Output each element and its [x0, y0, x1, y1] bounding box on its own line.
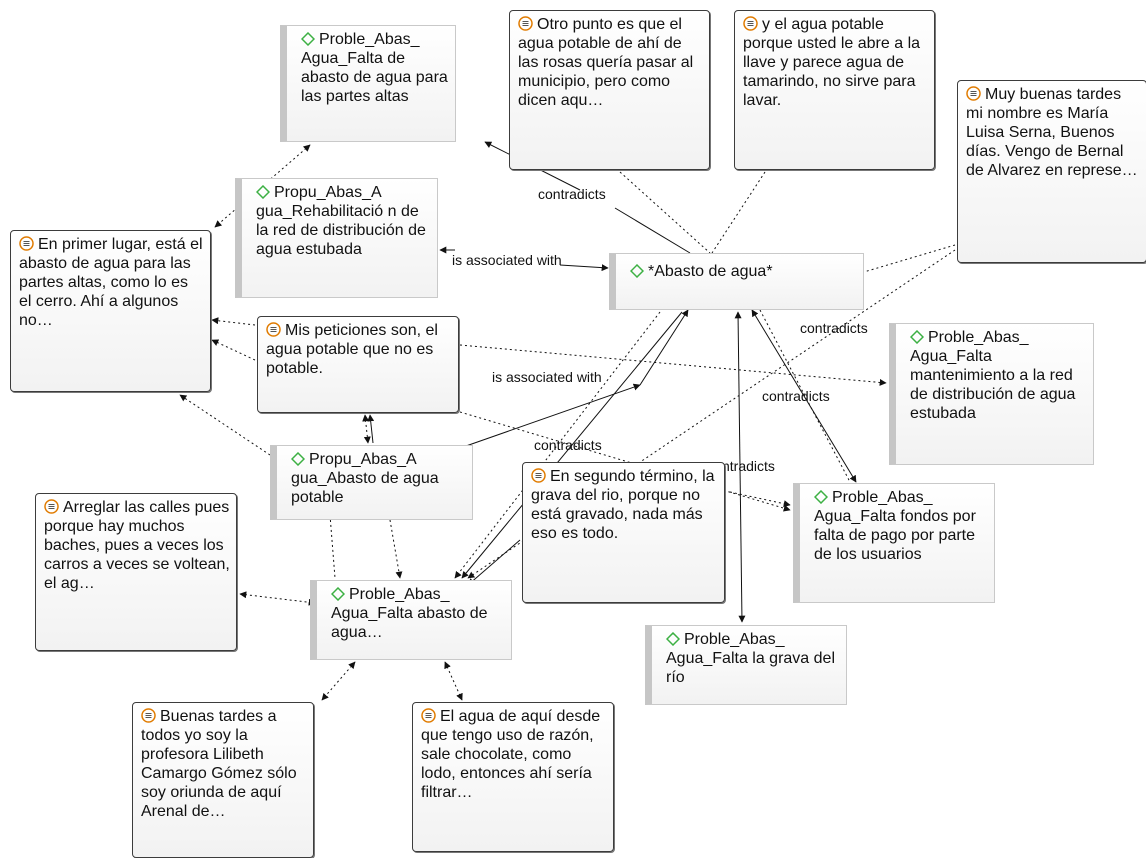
quote-node-mis-peticiones[interactable]: Mis peticiones son, el agua potable que … [257, 316, 459, 413]
edge [819, 244, 956, 286]
node-text: Proble_Abas_ Agua_Falta mantenimiento a … [910, 329, 1076, 422]
quote-node-otro-punto[interactable]: Otro punto es que el agua potable de ahí… [509, 10, 710, 170]
quote-icon [19, 236, 34, 251]
quote-icon [44, 499, 59, 514]
quote-node-buenas-tardes[interactable]: Buenas tardes a todos yo soy la profesor… [132, 702, 314, 858]
edge [734, 311, 746, 623]
quote-icon [266, 322, 281, 337]
code-node-mantenimiento[interactable]: Proble_Abas_ Agua_Falta mantenimiento a … [889, 323, 1094, 465]
edge [211, 339, 256, 361]
quote-node-muy-buenas[interactable]: Muy buenas tardes mi nombre es María Lui… [957, 80, 1146, 263]
node-text: Mis peticiones son, el agua potable que … [266, 322, 438, 377]
edge [559, 264, 609, 272]
code-diamond-icon [814, 490, 828, 504]
node-text: Buenas tardes a todos yo soy la profesor… [141, 708, 297, 820]
code-diamond-icon [666, 632, 680, 646]
quote-node-agua-de-aqui[interactable]: El agua de aquí desde que tengo uso de r… [412, 702, 614, 852]
node-text: Proble_Abas_ Agua_Falta la grava del río [666, 631, 835, 686]
code-diamond-icon [630, 264, 644, 278]
node-text: Arreglar las calles pues porque hay much… [44, 499, 230, 592]
node-text: Otro punto es que el agua potable de ahí… [518, 16, 694, 109]
edge [729, 491, 791, 508]
quote-node-en-primer-lugar[interactable]: En primer lugar, está el abasto de agua … [10, 230, 211, 392]
quote-icon [743, 16, 758, 31]
edge [329, 514, 336, 579]
quote-icon [141, 708, 156, 723]
edge-label-contradicts: contradicts [800, 320, 868, 336]
code-node-grava-rio[interactable]: Proble_Abas_ Agua_Falta la grava del río [645, 625, 847, 705]
edge [751, 309, 857, 483]
code-node-abasto-potable[interactable]: Propu_Abas_A gua_Abasto de agua potable [270, 445, 473, 520]
code-diamond-icon [256, 185, 270, 199]
edge [367, 414, 375, 444]
node-text: Proble_Abas_ Agua_Falta de abasto de agu… [301, 31, 448, 105]
quote-node-y-el-agua[interactable]: y el agua potable porque usted le abre a… [734, 10, 935, 170]
edge [179, 394, 271, 456]
code-diamond-icon [331, 587, 345, 601]
edge-label-contradicts: contradicts [534, 437, 602, 453]
edge-label-contradicts: contradicts [762, 388, 830, 404]
edge [619, 171, 711, 254]
node-text: Proble_Abas_ Agua_Falta abasto de agua… [331, 586, 488, 641]
node-text: y el agua potable porque usted le abre a… [743, 16, 921, 109]
edge [239, 591, 316, 606]
edge-label-contradicts: ntradicts [722, 458, 775, 474]
node-text: El agua de aquí desde que tengo uso de r… [421, 708, 601, 801]
edge-label-associated: is associated with [452, 252, 562, 268]
node-text: En primer lugar, está el abasto de agua … [19, 236, 203, 329]
code-diamond-icon [301, 32, 315, 46]
quote-icon [531, 468, 546, 483]
edge [614, 207, 691, 254]
node-text: Muy buenas tardes mi nombre es María Lui… [966, 86, 1138, 179]
edge [444, 661, 463, 701]
edge [759, 309, 851, 483]
node-text: Propu_Abas_A gua_Rehabilitació n de la r… [256, 184, 426, 258]
node-text: Proble_Abas_ Agua_Falta fondos por falta… [814, 489, 976, 563]
edge-label-associated: is associated with [492, 369, 602, 385]
edge [389, 519, 403, 579]
edge [467, 539, 521, 586]
quote-icon [518, 16, 533, 31]
code-node-rehabilitacion[interactable]: Propu_Abas_A gua_Rehabilitació n de la r… [235, 178, 438, 298]
edge [639, 309, 689, 386]
quote-icon [966, 86, 981, 101]
quote-node-en-segundo[interactable]: En segundo término, la grava del rio, po… [522, 462, 725, 603]
quote-node-arreglar[interactable]: Arreglar las calles pues porque hay much… [35, 493, 237, 651]
quote-icon [421, 708, 436, 723]
edge [454, 311, 661, 579]
edge [321, 661, 356, 701]
code-node-abasto-de-agua[interactable]: *Abasto de agua* [609, 253, 864, 310]
edge [711, 171, 766, 254]
code-diamond-icon [291, 452, 305, 466]
node-text: Propu_Abas_A gua_Abasto de agua potable [291, 451, 439, 506]
code-diamond-icon [910, 330, 924, 344]
edge [445, 383, 641, 454]
edge [461, 311, 683, 579]
edge-label-contradicts: contradicts [538, 186, 606, 202]
code-node-fondos[interactable]: Proble_Abas_ Agua_Falta fondos por falta… [793, 483, 995, 603]
node-text: En segundo término, la grava del rio, po… [531, 468, 715, 542]
code-node-partes-altas[interactable]: Proble_Abas_ Agua_Falta de abasto de agu… [280, 25, 456, 142]
edge [362, 414, 371, 444]
edge [211, 317, 256, 326]
code-node-falta-abasto[interactable]: Proble_Abas_ Agua_Falta abasto de agua… [310, 580, 512, 660]
edge [214, 144, 311, 228]
node-text: *Abasto de agua* [648, 263, 773, 280]
